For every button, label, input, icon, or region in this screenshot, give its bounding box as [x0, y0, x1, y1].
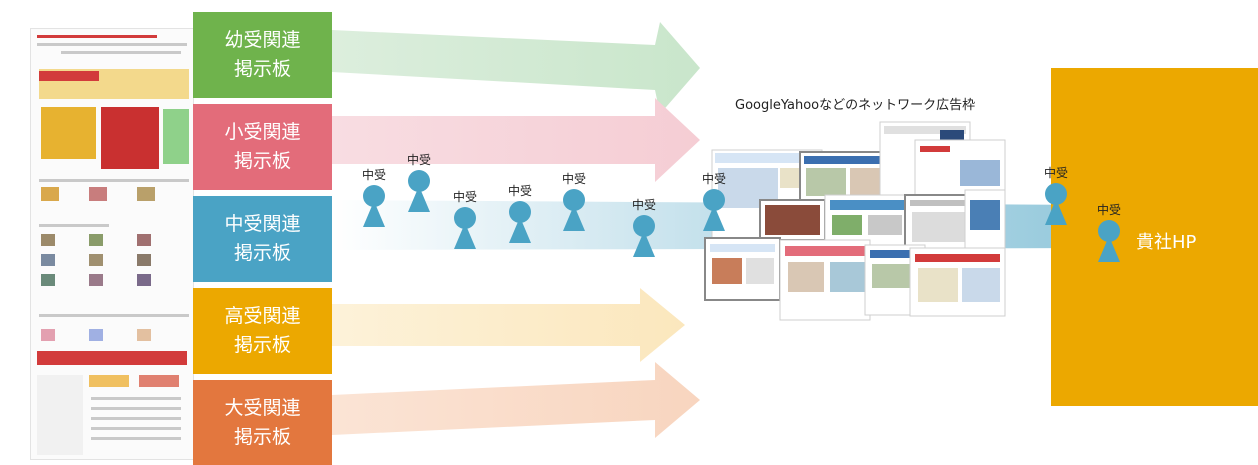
user-person-icon: 中受: [1092, 203, 1126, 267]
user-label: 中受: [631, 198, 656, 212]
user-person-icon: 中受: [503, 184, 537, 248]
user-person-icon: 中受: [697, 172, 731, 236]
flow-arrow-yellow: [332, 288, 685, 362]
user-label: 中受: [452, 190, 477, 204]
user-person-icon: 中受: [557, 172, 591, 236]
client-homepage-label: 貴社HP: [1136, 232, 1197, 253]
user-person-icon: 中受: [448, 190, 482, 254]
board-label: 中受関連 掲示板: [224, 213, 301, 264]
board-high-school: 高受関連 掲示板: [193, 288, 332, 374]
user-person-icon: 中受: [627, 198, 661, 262]
board-label: 高受関連 掲示板: [224, 305, 301, 356]
user-label: 中受: [561, 172, 586, 186]
user-label: 中受: [701, 172, 726, 186]
board-label: 小受関連 掲示板: [224, 121, 301, 172]
board-label: 幼受関連 掲示板: [224, 29, 301, 80]
board-elementary: 小受関連 掲示板: [193, 104, 332, 190]
user-person-icon: 中受: [1039, 166, 1073, 230]
board-label: 大受関連 掲示板: [224, 396, 301, 448]
user-label: 中受: [406, 153, 431, 167]
flow-arrow-orange: [332, 362, 700, 438]
flow-arrow-green: [332, 22, 700, 114]
user-label: 中受: [1096, 203, 1121, 217]
user-person-icon: 中受: [357, 168, 391, 232]
user-label: 中受: [361, 168, 386, 182]
user-person-icon: 中受: [402, 153, 436, 217]
client-homepage-box: [1051, 68, 1258, 406]
ad-network-title: GoogleYahooなどのネットワーク広告枠: [735, 98, 976, 113]
board-junior-high: 中受関連 掲示板: [193, 196, 332, 282]
flow-arrow-pink: [332, 98, 700, 182]
bulletin-board-site-screenshot: [30, 28, 194, 460]
board-kindergarten: 幼受関連 掲示板: [193, 12, 332, 98]
board-university: 大受関連 掲示板: [193, 380, 332, 465]
ad-network-collage: [704, 121, 1006, 321]
user-label: 中受: [507, 184, 532, 198]
user-label: 中受: [1043, 166, 1068, 180]
